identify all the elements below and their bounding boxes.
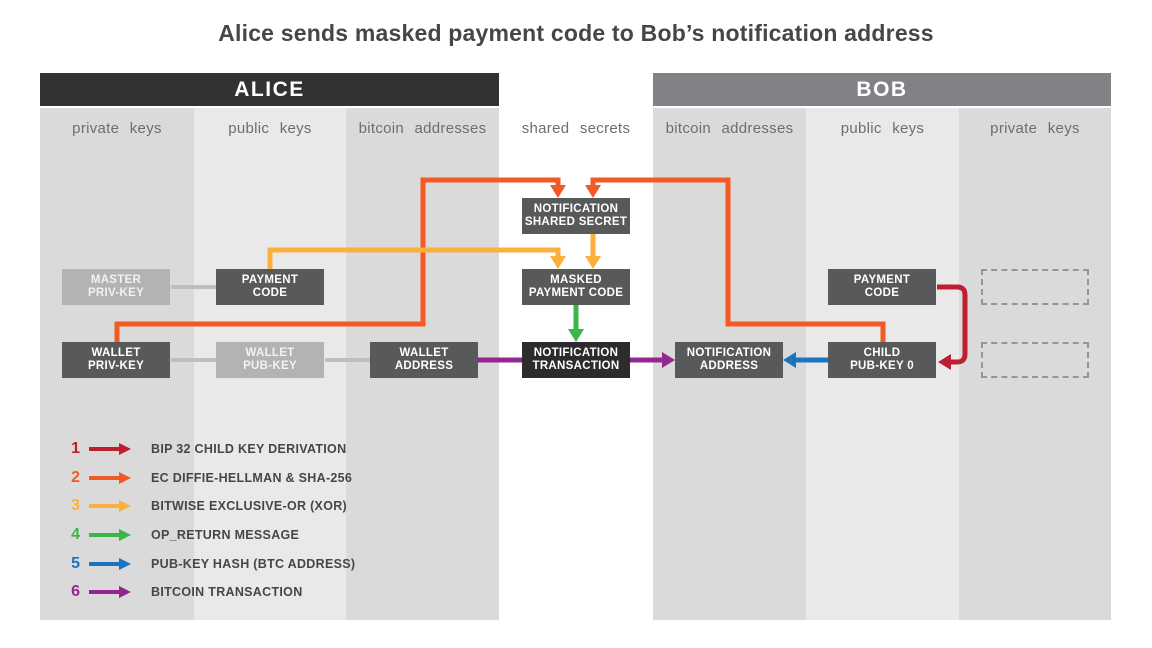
- legend-number: 4: [71, 526, 80, 544]
- node-child-pub-key-0: CHILD PUB-KEY 0: [828, 342, 936, 378]
- legend-label: OP_RETURN MESSAGE: [151, 528, 300, 543]
- legend-number: 6: [71, 583, 80, 601]
- node-placeholder-bob-priv-key-1: [981, 269, 1089, 305]
- arrowhead-xor-payment-code: [550, 256, 566, 269]
- node-label: NOTIFICATION: [686, 346, 772, 359]
- node-notification-address: NOTIFICATION ADDRESS: [675, 342, 783, 378]
- node-label: PRIV-KEY: [87, 287, 145, 299]
- column-label: private keys: [72, 119, 162, 137]
- legend-item-bip32: 1 BIP 32 CHILD KEY DERIVATION: [60, 435, 355, 464]
- arrowhead-ecdh-bob: [585, 185, 601, 198]
- column-label: bitcoin addresses: [665, 119, 794, 137]
- arrowhead-ecdh-alice: [550, 185, 566, 198]
- node-label: NOTIFICATION: [533, 202, 619, 215]
- node-wallet-address: WALLET ADDRESS: [370, 342, 478, 378]
- alice-header-bar: ALICE: [40, 73, 499, 106]
- diagram-title: Alice sends masked payment code to Bob’s…: [218, 20, 934, 46]
- legend: 1 BIP 32 CHILD KEY DERIVATION 2 EC DIFFI…: [60, 435, 355, 607]
- node-label: ADDRESS: [394, 360, 454, 372]
- node-payment-code-bob: PAYMENT CODE: [828, 269, 936, 305]
- node-notification-transaction: NOTIFICATION TRANSACTION: [522, 342, 630, 378]
- legend-item-xor: 3 BITWISE EXCLUSIVE-OR (XOR): [60, 492, 355, 521]
- legend-item-op-return: 4 OP_RETURN MESSAGE: [60, 521, 355, 550]
- node-label: NOTIFICATION: [533, 346, 619, 359]
- legend-number: 2: [71, 468, 80, 486]
- node-notification-shared-secret: NOTIFICATION SHARED SECRET: [522, 198, 630, 234]
- node-wallet-priv-key: WALLET PRIV-KEY: [62, 342, 170, 378]
- node-payment-code-alice: PAYMENT CODE: [216, 269, 324, 305]
- node-placeholder-bob-priv-key-2: [981, 342, 1089, 378]
- legend-number: 5: [71, 554, 80, 572]
- node-label: SHARED SECRET: [524, 216, 628, 228]
- node-label: WALLET: [399, 346, 449, 359]
- legend-arrow-icon: [89, 586, 135, 599]
- node-label: PAYMENT: [241, 273, 299, 286]
- legend-label: BITWISE EXCLUSIVE-OR (XOR): [151, 499, 348, 514]
- legend-arrow-icon: [89, 500, 135, 513]
- legend-number: 3: [71, 497, 80, 515]
- legend-arrow-icon: [89, 529, 135, 542]
- node-label: MASTER: [90, 273, 142, 286]
- node-label: TRANSACTION: [532, 360, 620, 372]
- legend-arrow-icon: [89, 471, 135, 484]
- column-bob-private-keys: [959, 108, 1111, 620]
- node-label: CODE: [864, 287, 900, 299]
- legend-number: 1: [71, 440, 80, 458]
- legend-label: BIP 32 CHILD KEY DERIVATION: [151, 442, 347, 457]
- node-label: WALLET: [91, 346, 141, 359]
- legend-item-btc-transaction: 6 BITCOIN TRANSACTION: [60, 578, 355, 607]
- column-label: bitcoin addresses: [358, 119, 487, 137]
- column-label: private keys: [990, 119, 1080, 137]
- node-master-priv-key: MASTER PRIV-KEY: [62, 269, 170, 305]
- node-label: ADDRESS: [699, 360, 759, 372]
- node-label: PAYMENT CODE: [528, 287, 624, 299]
- node-label: PUB-KEY: [243, 360, 297, 372]
- legend-label: BITCOIN TRANSACTION: [151, 585, 303, 600]
- node-label: PUB-KEY 0: [850, 360, 914, 372]
- legend-item-pubkey-hash: 5 PUB-KEY HASH (BTC ADDRESS): [60, 549, 355, 578]
- node-label: WALLET: [245, 346, 295, 359]
- arrowhead-xor-shared-secret: [585, 256, 601, 269]
- node-wallet-pub-key: WALLET PUB-KEY: [216, 342, 324, 378]
- legend-arrow-icon: [89, 557, 135, 570]
- node-label: CODE: [252, 287, 288, 299]
- node-label: CHILD: [863, 346, 901, 359]
- column-label: public keys: [228, 119, 312, 137]
- node-label: MASKED: [550, 273, 602, 286]
- node-label: PRIV-KEY: [87, 360, 145, 372]
- legend-arrow-icon: [89, 443, 135, 456]
- column-label-shared-secrets: shared secrets: [521, 119, 631, 137]
- arrowhead-op-return: [568, 329, 584, 342]
- legend-label: PUB-KEY HASH (BTC ADDRESS): [151, 556, 356, 571]
- node-masked-payment-code: MASKED PAYMENT CODE: [522, 269, 630, 305]
- bob-header-bar: BOB: [653, 73, 1111, 106]
- legend-label: EC DIFFIE-HELLMAN & SHA-256: [151, 470, 353, 485]
- column-label: public keys: [840, 119, 925, 137]
- node-label: PAYMENT: [853, 273, 911, 286]
- legend-item-ecdh: 2 EC DIFFIE-HELLMAN & SHA-256: [60, 464, 355, 493]
